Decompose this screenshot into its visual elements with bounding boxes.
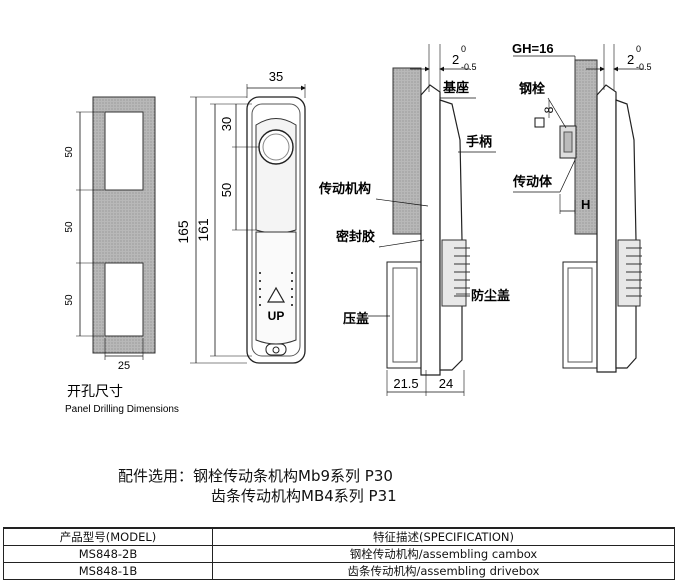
side-dim-21-5: 21.5 [393,376,418,391]
cell-model: MS848-2B [3,545,213,563]
right-offset-sub: -0.5 [636,62,652,72]
right-offset-main: 2 [627,52,634,67]
panel-drilling-view: 50 50 50 25 开孔尺寸 Panel Drilling Dimensio… [64,96,179,415]
top-cutout [104,111,144,191]
side-offset-sub: -0.5 [461,62,477,72]
drilling-caption-cn: 开孔尺寸 [67,383,123,399]
accessories-line-2: 齿条传动机构MB4系列 P31 [211,487,397,505]
label-steel-bolt: 钢栓 [519,81,545,96]
drilling-caption-en: Panel Drilling Dimensions [65,404,179,415]
header-model: 产品型号(MODEL) [3,527,213,546]
front-width-dim: 35 [269,69,283,84]
front-height-161: 161 [195,218,211,242]
square-symbol [534,117,545,128]
lock-cylinder [258,129,294,165]
up-label: UP [268,309,285,323]
drill-dim-2: 50 [64,221,75,233]
right-offset-sup: 0 [636,44,641,54]
table-header-row: 产品型号(MODEL) 特征描述(SPECIFICATION) [3,527,675,546]
accessories-line-1: 配件选用：钢栓传动条机构Mb9系列 P30 [118,467,393,485]
front-dim-50: 50 [219,183,234,197]
table-row: MS848-1B 齿条传动机构/assembling drivebox [3,562,675,580]
drill-dim-width: 25 [118,360,130,372]
spec-table: 产品型号(MODEL) 特征描述(SPECIFICATION) MS848-2B… [3,527,675,580]
side-view: 2 0 -0.5 基座 手柄 传动机构 密封胶 防尘盖 压盖 21.5 24 [318,44,510,396]
label-base: 基座 [442,80,469,95]
side-panel-hatch [392,67,422,235]
bottom-cutout [104,262,144,337]
gh-label: GH=16 [512,41,554,56]
cell-model: MS848-1B [3,562,213,580]
label-sealant: 密封胶 [335,229,375,244]
up-triangle-icon [266,286,286,303]
right-view: GH=16 2 0 -0.5 钢栓 8 传动体 [512,41,652,373]
front-height-165: 165 [175,220,191,244]
label-transmission: 传动机构 [318,181,371,196]
cell-specification: 钢栓传动机构/assembling cambox [212,545,675,563]
front-dim-30: 30 [219,117,234,131]
table-row: MS848-2B 钢栓传动机构/assembling cambox [3,545,675,563]
side-offset-sup: 0 [461,44,466,54]
drill-dim-3: 50 [64,294,75,306]
cell-specification: 齿条传动机构/assembling drivebox [212,562,675,580]
label-drive-body: 传动体 [512,174,553,189]
drill-dim-1: 50 [64,146,75,158]
side-dim-24: 24 [439,376,453,391]
h-label: H [581,197,590,212]
side-handle [439,99,463,371]
technical-drawing: 50 50 50 25 开孔尺寸 Panel Drilling Dimensio… [64,41,652,415]
header-specification: 特征描述(SPECIFICATION) [212,527,675,546]
label-press-cover: 压盖 [343,311,369,326]
front-view: 35 UP 165 161 30 50 [175,69,306,364]
label-dust-cover: 防尘盖 [471,288,510,303]
label-handle: 手柄 [466,134,492,149]
side-offset-main: 2 [452,52,459,67]
